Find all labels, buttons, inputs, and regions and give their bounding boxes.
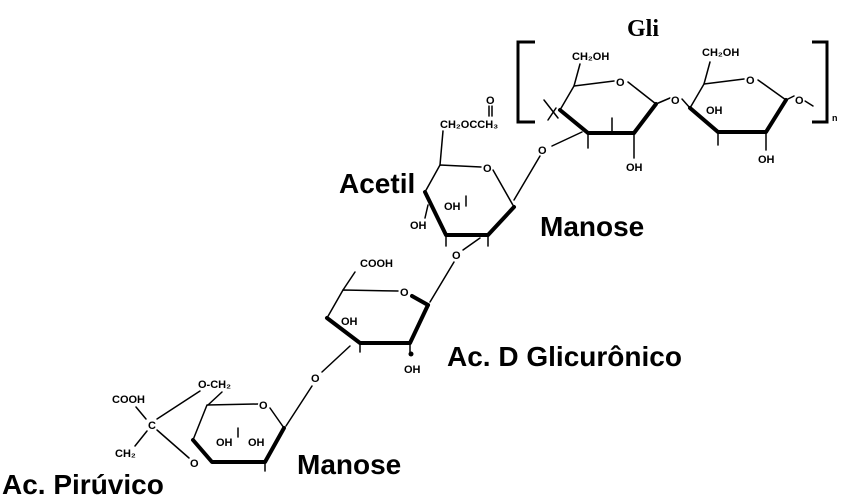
glucuronic-mannose-link: O bbox=[285, 345, 351, 427]
glucose-ring-2: CH₂OH O OH OH O bbox=[688, 46, 814, 168]
mannose-pyruvate-oxygen: O bbox=[190, 458, 199, 470]
ring-bond-front bbox=[558, 102, 658, 135]
substituent-bond bbox=[547, 107, 557, 121]
left-bracket bbox=[516, 40, 535, 124]
glucuronic-ring-oxygen: O bbox=[400, 287, 409, 299]
stereo-dot bbox=[408, 351, 414, 357]
ch2oh-bond bbox=[573, 63, 581, 87]
c-cooh-bond bbox=[135, 406, 147, 420]
label-pyruvic-acid: Ac. Pirúvico bbox=[2, 469, 164, 498]
link-bond bbox=[285, 385, 313, 427]
chain-bond bbox=[785, 95, 795, 101]
link-bond bbox=[681, 98, 691, 109]
link-bond bbox=[655, 97, 671, 105]
acetyl-group: CH₂OCCH₃ bbox=[440, 119, 498, 131]
link-bond bbox=[551, 131, 583, 147]
link-bond bbox=[429, 261, 455, 303]
glycosidic-oxygen: O bbox=[671, 95, 680, 107]
glycosidic-bond-left bbox=[543, 99, 559, 119]
ring-bond-o-c1 bbox=[492, 169, 515, 208]
pyruvate-carbon: C bbox=[148, 420, 156, 432]
mannose-acetyl-ring: CH₂OCCH₃ O O OH OH bbox=[409, 94, 516, 247]
label-glucuronic-acid: Ac. D Glicurônico bbox=[447, 341, 682, 372]
ring-bond-top bbox=[424, 164, 482, 193]
mannose-acetyl-oh: OH bbox=[410, 220, 427, 232]
ring-bond-o-c1 bbox=[757, 79, 787, 101]
ring-bond-o-c1 bbox=[410, 294, 430, 307]
glucose-2-chain-oxygen: O bbox=[795, 95, 804, 107]
glucose-2-ring-oxygen: O bbox=[746, 75, 755, 87]
ring-bond-front bbox=[191, 426, 286, 464]
ch2-bond bbox=[207, 391, 223, 406]
chain-bond bbox=[804, 100, 814, 107]
c-o-bond bbox=[156, 429, 190, 459]
glucuronic-oh: OH bbox=[404, 364, 421, 376]
repeat-subscript: n bbox=[832, 113, 838, 123]
cooh-bond bbox=[342, 271, 356, 291]
mannose-pyruvate-ring: O-CH₂ O OH OH O bbox=[189, 378, 286, 472]
repeat-bracket: n bbox=[516, 40, 838, 124]
carbonyl-oxygen: O bbox=[486, 95, 495, 107]
mannose-o-ch2: O-CH₂ bbox=[198, 379, 231, 391]
c-o-ch2-bond bbox=[156, 390, 201, 420]
glucuronic-cooh: COOH bbox=[360, 258, 393, 270]
glucose-1-ch2oh: CH₂OH bbox=[572, 51, 609, 63]
glucose-glucose-link: O bbox=[655, 94, 691, 109]
link-bond bbox=[321, 345, 351, 373]
glucose-ring-1: CH₂OH O OH bbox=[543, 50, 658, 176]
mannose-acetyl-oh-inner: OH bbox=[444, 201, 461, 213]
ring-bond-o-c1 bbox=[269, 407, 285, 429]
glucose-mannose-link: O bbox=[513, 131, 583, 201]
ring-bond-o-c1 bbox=[627, 81, 657, 105]
ring-bond-front bbox=[325, 303, 430, 345]
ring-bond-front bbox=[688, 98, 788, 134]
link-bond bbox=[462, 237, 481, 251]
glucuronic-oh-inner: OH bbox=[341, 316, 358, 328]
mannose-pyruvate-oh-1: OH bbox=[216, 437, 233, 449]
glucose-1-ring-oxygen: O bbox=[616, 77, 625, 89]
label-mannose-top: Manose bbox=[540, 211, 644, 242]
pyruvate-cooh: COOH bbox=[112, 394, 145, 406]
link-bond bbox=[513, 155, 541, 201]
pyruvate-group: COOH C CH₂ bbox=[111, 390, 201, 462]
mannose-glucuronic-link: O bbox=[429, 237, 481, 303]
right-bracket bbox=[812, 40, 829, 124]
label-acetyl: Acetil bbox=[339, 168, 415, 199]
pyruvate-ch2: CH₂ bbox=[115, 448, 136, 460]
glucose-1-oh: OH bbox=[626, 162, 643, 174]
mannose-pyruvate-oh-2: OH bbox=[248, 437, 265, 449]
oh-bond bbox=[424, 204, 429, 219]
mannose-pyruvate-ring-oxygen: O bbox=[259, 400, 268, 412]
c-ch2-bond bbox=[134, 430, 148, 447]
ring-bond-top bbox=[689, 78, 745, 109]
ring-bond-front bbox=[423, 190, 516, 237]
link-oxygen-glca-man: O bbox=[311, 373, 320, 385]
mannose-acetyl-ring-oxygen: O bbox=[483, 163, 492, 175]
glucose-2-oh: OH bbox=[758, 154, 775, 166]
ring-bond-top bbox=[559, 80, 615, 111]
ch2oh-bond bbox=[703, 61, 711, 85]
link-oxygen-man-glca: O bbox=[452, 250, 461, 262]
acetyl-bond bbox=[439, 130, 444, 166]
glucuronic-acid-ring: COOH O OH OH bbox=[325, 257, 430, 378]
glucose-2-ch2oh: CH₂OH bbox=[702, 47, 739, 59]
glucose-2-oh-inner: OH bbox=[706, 105, 723, 117]
label-glucose: Gli bbox=[627, 16, 659, 42]
link-oxygen-glc-man: O bbox=[538, 145, 547, 157]
ring-bond-top bbox=[192, 403, 259, 441]
ring-bond-top bbox=[326, 289, 399, 319]
label-mannose-bottom: Manose bbox=[297, 449, 401, 480]
